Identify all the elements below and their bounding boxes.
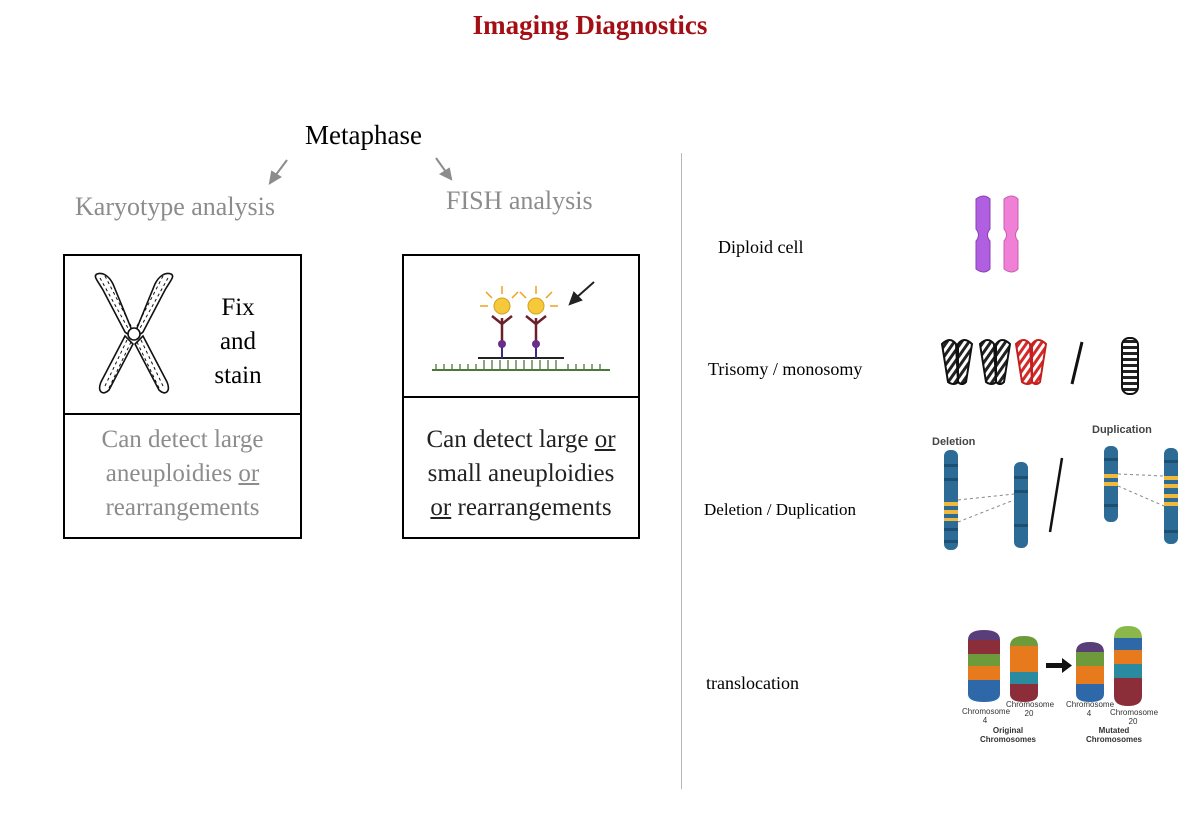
translocation-label: translocation — [706, 673, 799, 693]
trisomy-monosomy-label: Trisomy / monosomy — [708, 359, 863, 379]
fish-desc-or-2: or — [430, 494, 452, 521]
deletion-duplication-icon — [944, 446, 1178, 550]
translocation-icon — [968, 626, 1142, 706]
mutated-caption-line1: Mutated — [1098, 726, 1130, 735]
fish-desc-rearrangements: rearrangements — [451, 494, 612, 521]
duplication-chromosomes-icon — [1104, 446, 1178, 544]
diploid-chromosomes-icon — [975, 195, 1019, 273]
deletion-chromosomes-icon — [944, 450, 1028, 550]
deletion-separator-slash — [1048, 457, 1064, 533]
arrow-to-fish — [435, 157, 453, 181]
diploid-cell-label: Diploid cell — [718, 237, 804, 257]
orig-chr4-caption-number: 4 — [982, 716, 988, 725]
fix-and-stain-text: Fix and stain — [205, 291, 271, 393]
karyotype-desc-aneuploidies: aneuploidies — [105, 460, 239, 487]
karyotype-desc-line1: Can detect large — [101, 426, 264, 453]
and-word: and — [219, 328, 257, 355]
orig-chr20-caption: Chromosome 20 — [1006, 700, 1055, 718]
dna-strand-icon — [432, 357, 610, 371]
fish-box-divider — [404, 396, 638, 398]
mut-chr4-caption: Chromosome 4 — [1066, 700, 1115, 718]
orig-chr4-caption-word: Chromosome — [962, 707, 1011, 716]
fish-desc-or-1: or — [594, 426, 616, 453]
mutated-caption-line2: Chromosomes — [1085, 735, 1142, 744]
panel-divider — [681, 153, 682, 789]
mut-chr20-caption-word: Chromosome — [1110, 708, 1159, 717]
karyotype-heading: Karyotype analysis — [75, 192, 276, 221]
fish-description: Can detect large or small aneuploidies o… — [404, 423, 638, 525]
mutated-chromosome-20-icon — [1114, 626, 1142, 706]
karyotype-desc-line3: rearrangements — [105, 494, 260, 521]
original-chromosome-4-icon — [968, 630, 1000, 702]
black-chromosome-1-icon — [940, 339, 974, 385]
fish-desc-line2: small aneuploidies — [427, 460, 615, 487]
deletion-word: Deletion — [932, 436, 976, 448]
fish-desc-line1: Can detect large or — [404, 423, 638, 457]
original-caption-line2: Chromosomes — [979, 735, 1036, 744]
karyotype-box: Fix and stain Can detect large aneuploid… — [63, 254, 302, 539]
orig-chr20-caption-word: Chromosome — [1006, 700, 1055, 709]
fish-heading: FISH analysis — [446, 186, 593, 215]
black-chromosome-2-icon — [978, 339, 1012, 385]
orig-chr4-caption: Chromosome 4 — [962, 707, 1011, 725]
fish-desc-large: Can detect large — [426, 426, 595, 453]
separator-slash — [1070, 341, 1084, 385]
mut-chr20-caption: Chromosome 20 — [1110, 708, 1159, 726]
fluorescent-probe-icon — [480, 286, 558, 358]
deletion-duplication-label: Deletion / Duplication — [704, 500, 857, 519]
original-chromosome-20-icon — [1010, 636, 1038, 702]
trisomy-chromosomes-icon — [940, 337, 1139, 395]
mutated-chromosome-4-icon — [1076, 642, 1104, 702]
fish-box: Can detect large or small aneuploidies o… — [402, 254, 640, 539]
original-caption-line1: Original — [992, 726, 1024, 735]
mutated-chromosomes-caption: Mutated Chromosomes — [1082, 726, 1146, 744]
mut-chr4-caption-number: 4 — [1086, 709, 1092, 718]
page-title: Imaging Diagnostics — [472, 10, 708, 40]
red-chromosome-icon — [1014, 339, 1048, 385]
arrow-right-icon — [1046, 658, 1072, 673]
fish-probe-icon — [432, 281, 610, 371]
duplication-word: Duplication — [1092, 424, 1152, 436]
single-chromosome-icon — [1121, 337, 1139, 395]
metaphase-label: Metaphase — [305, 120, 422, 150]
mut-chr4-caption-word: Chromosome — [1066, 700, 1115, 709]
fix-word: Fix — [221, 294, 255, 321]
karyotype-desc-line2: aneuploidies or — [65, 457, 300, 491]
x-chromosome-icon — [94, 272, 174, 394]
stain-word: stain — [214, 362, 262, 389]
pointer-arrow-icon — [568, 281, 595, 306]
arrow-to-karyotype — [268, 159, 288, 185]
original-chromosomes-caption: Original Chromosomes — [976, 726, 1040, 744]
fish-desc-line3: or rearrangements — [404, 491, 638, 525]
mut-chr20-caption-number: 20 — [1128, 717, 1138, 726]
karyotype-description: Can detect large aneuploidies or rearran… — [65, 423, 300, 525]
karyotype-desc-or: or — [238, 460, 260, 487]
orig-chr20-caption-number: 20 — [1024, 709, 1034, 718]
karyotype-box-divider — [65, 413, 300, 415]
